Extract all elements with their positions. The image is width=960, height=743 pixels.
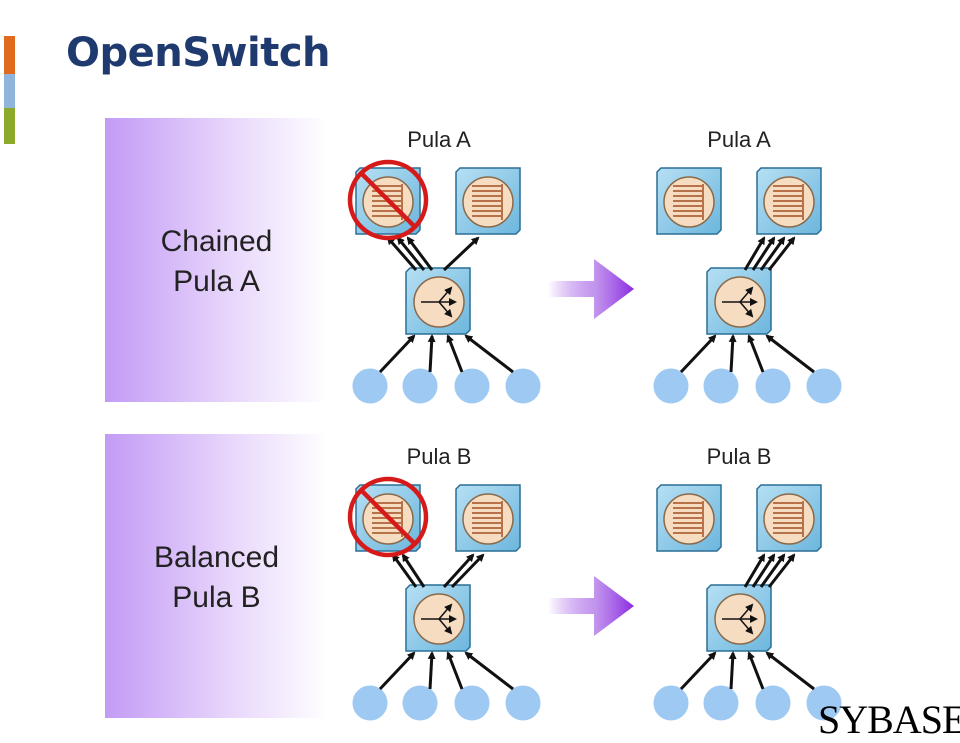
row-label-panel <box>105 434 328 718</box>
row-label-line1: Balanced <box>153 541 280 574</box>
accent-bar-green <box>4 108 15 144</box>
connection-arrow <box>446 334 464 373</box>
connection-arrow <box>767 236 796 271</box>
row-label-panel <box>105 118 328 402</box>
client-icon <box>755 368 791 404</box>
transition-arrow-icon <box>548 259 634 319</box>
server-icon <box>656 167 722 235</box>
connection-arrow <box>759 236 786 271</box>
row-label-line1: Chained <box>160 225 273 258</box>
openswitch-router-icon <box>706 584 772 652</box>
row-label: Chained Pula A <box>105 222 328 302</box>
pool-label: Pula A <box>407 127 471 152</box>
connection-arrow <box>378 651 416 691</box>
connection-arrow <box>747 334 765 373</box>
client-icon <box>703 368 739 404</box>
connection-arrow <box>406 236 434 271</box>
pool-label: Pula B <box>406 444 472 469</box>
pool-label: Pula B <box>706 444 772 469</box>
connection-arrow <box>743 553 766 588</box>
client-icon <box>454 368 490 404</box>
server-icon <box>756 484 822 552</box>
client-icon <box>505 368 541 404</box>
slide-title: OpenSwitch <box>66 30 331 76</box>
connection-arrow <box>464 334 514 374</box>
client-icon <box>653 685 689 721</box>
connection-arrow <box>401 553 426 588</box>
connection-arrow <box>728 334 737 373</box>
connection-arrow <box>391 553 418 588</box>
connection-arrow <box>751 236 776 271</box>
connection-arrow <box>446 651 464 690</box>
connection-arrow <box>751 553 776 588</box>
client-icon <box>806 368 842 404</box>
connection-arrow <box>450 553 485 589</box>
client-icon <box>806 685 842 721</box>
client-icon <box>352 685 388 721</box>
row-label: Balanced Pula B <box>105 538 328 618</box>
connection-arrow <box>765 651 815 691</box>
openswitch-router-icon <box>405 267 471 335</box>
pool-label: Pula A <box>707 127 771 152</box>
connection-arrow <box>679 651 717 691</box>
connection-arrow <box>396 236 426 271</box>
connection-arrow <box>747 651 765 690</box>
connection-arrow <box>442 553 475 589</box>
server-icon <box>656 484 722 552</box>
accent-bar-blue <box>4 74 15 108</box>
server-icon <box>756 167 822 235</box>
client-icon <box>352 368 388 404</box>
connection-arrow <box>378 334 416 374</box>
transition-arrow-icon <box>548 576 634 636</box>
connection-arrow <box>767 553 796 588</box>
connection-arrow <box>464 651 514 691</box>
client-icon <box>755 685 791 721</box>
client-icon <box>454 685 490 721</box>
client-icon <box>653 368 689 404</box>
row-label-line2: Pula A <box>173 265 260 298</box>
connection-arrow <box>442 236 480 272</box>
server-icon <box>455 484 521 552</box>
openswitch-router-icon <box>405 584 471 652</box>
disabled-icon <box>347 476 429 558</box>
openswitch-router-icon <box>706 267 772 335</box>
row-label-line2: Pula B <box>172 581 261 614</box>
client-icon <box>402 685 438 721</box>
server-icon <box>455 167 521 235</box>
connection-arrow <box>427 651 436 690</box>
sybase-logo: SYBASE® <box>818 697 960 742</box>
connection-arrow <box>759 553 786 588</box>
connection-arrow <box>427 334 436 373</box>
connection-arrow <box>386 236 418 271</box>
client-icon <box>505 685 541 721</box>
connection-arrow <box>679 334 717 374</box>
disabled-icon <box>347 159 429 241</box>
connection-arrow <box>728 651 737 690</box>
connection-arrow <box>743 236 766 271</box>
client-icon <box>402 368 438 404</box>
accent-bar-orange <box>4 36 15 74</box>
client-icon <box>703 685 739 721</box>
connection-arrow <box>765 334 815 374</box>
